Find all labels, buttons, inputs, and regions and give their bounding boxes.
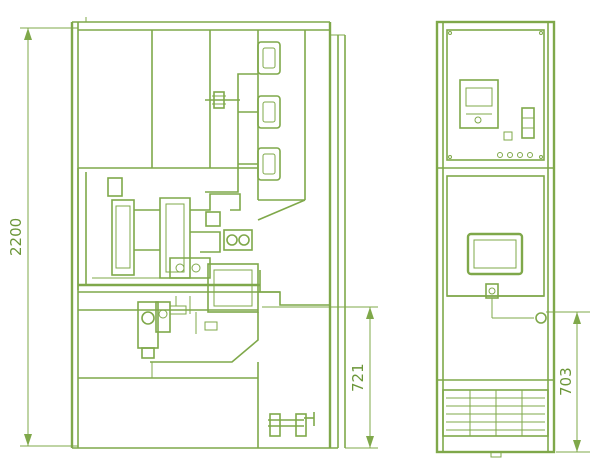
dimension-703: 703 <box>546 311 590 453</box>
front-view <box>435 20 556 458</box>
relay-device <box>459 79 499 129</box>
inspection-window <box>466 232 524 276</box>
breaker-truck <box>111 193 253 279</box>
busbar-insulator-3 <box>257 147 281 181</box>
dimension-721: 721 <box>262 306 378 449</box>
dimension-2200: 2200 <box>7 27 78 447</box>
earthing-switch <box>268 412 315 437</box>
indicator-lamps <box>497 152 533 158</box>
dimension-721-label: 721 <box>349 363 367 392</box>
side-view <box>70 17 346 449</box>
cable-terminals <box>137 296 191 359</box>
dimension-2200-label: 2200 <box>7 218 25 256</box>
dimension-703-label: 703 <box>557 367 575 396</box>
current-transformer <box>207 263 259 313</box>
busbar-support-insulator <box>205 91 240 109</box>
busbar-insulator-1 <box>257 41 281 75</box>
control-switches <box>503 107 535 141</box>
ventilation-louvres <box>442 389 549 437</box>
busbar-insulator-2 <box>257 95 281 129</box>
